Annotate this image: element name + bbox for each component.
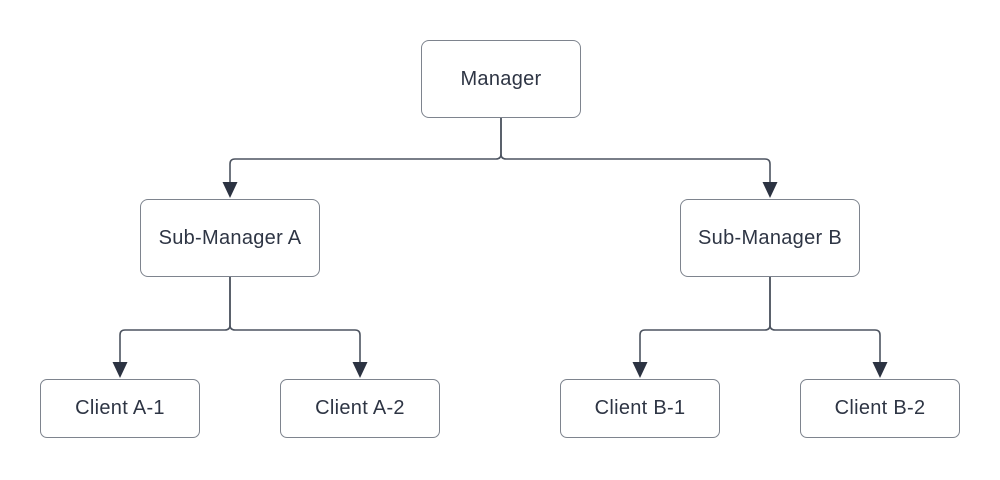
edge-manager-sub-b [500,118,771,182]
edge-manager-sub-a [229,118,502,182]
node-client-a1-label: Client A-1 [75,397,165,419]
node-client-b2: Client B-2 [800,379,960,438]
edge-sub-a-client-a2 [229,277,361,362]
node-sub-manager-a: Sub-Manager A [140,199,320,277]
edge-sub-b-client-b1 [639,277,771,362]
node-client-a2-label: Client A-2 [315,397,405,419]
node-manager-label: Manager [460,67,542,90]
node-client-a2: Client A-2 [280,379,440,438]
node-client-b1-label: Client B-1 [594,397,686,419]
node-client-a1: Client A-1 [40,379,200,438]
node-client-b2-label: Client B-2 [834,397,926,419]
node-sub-manager-b: Sub-Manager B [680,199,860,277]
edge-sub-b-client-b2 [769,277,881,362]
arrowhead-client-a2 [352,362,368,378]
arrowhead-client-a1 [112,362,128,378]
arrowhead-client-b2 [872,362,888,378]
arrowhead-sub-b [762,182,778,198]
node-client-b1: Client B-1 [560,379,720,438]
arrowhead-sub-a [222,182,238,198]
node-sub-manager-a-label: Sub-Manager A [158,226,302,249]
node-sub-manager-b-label: Sub-Manager B [698,226,842,249]
edge-sub-a-client-a1 [119,277,231,362]
node-manager: Manager [421,40,581,118]
arrowhead-client-b1 [632,362,648,378]
